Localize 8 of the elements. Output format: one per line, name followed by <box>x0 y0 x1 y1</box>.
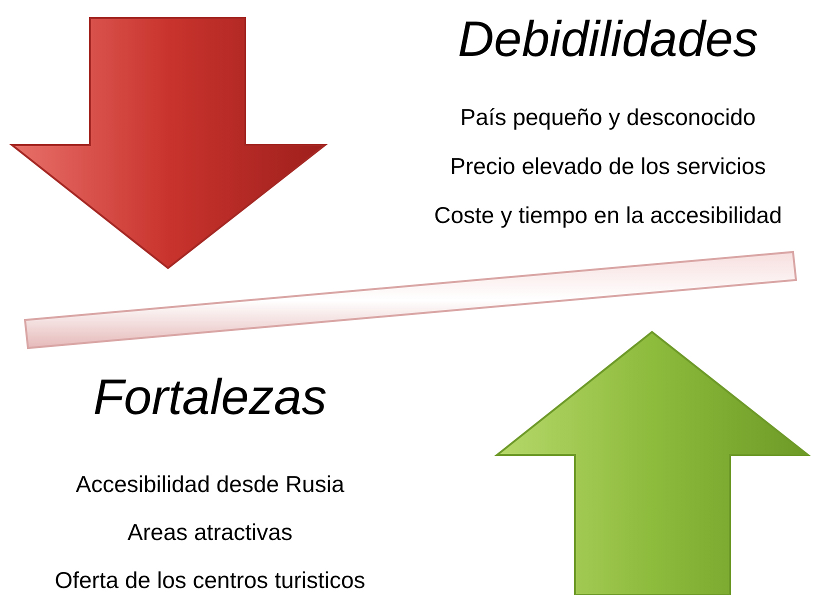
list-item-text: Precio elevado de los servicios <box>450 152 766 181</box>
list-item-text: País pequeño y desconocido <box>460 103 756 132</box>
list-item-text: Areas atractivas <box>128 518 292 547</box>
heading: Fortalezas <box>93 368 327 427</box>
heading: Debidilidades <box>458 10 758 69</box>
list-item-text: Oferta de los centros turisticos <box>54 566 366 595</box>
list-item-text: Accesibilidad desde Rusia <box>76 470 344 499</box>
list-item-text: Coste y tiempo en la accesibilidad <box>434 201 782 230</box>
